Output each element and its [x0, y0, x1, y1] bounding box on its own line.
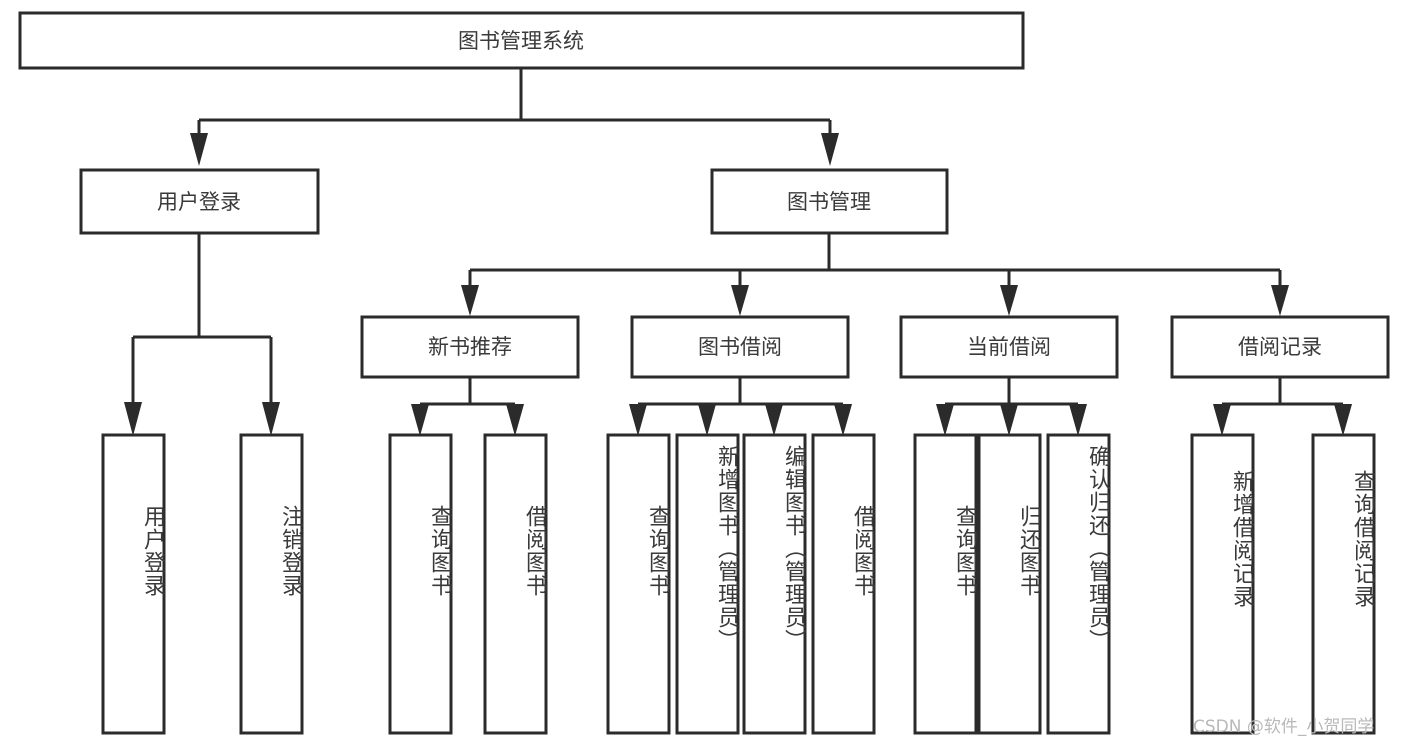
connector-borrow-record-to-leaves: [1213, 377, 1352, 436]
leaf-box-borrow-2[interactable]: [742, 433, 807, 735]
leaf-box-borrow-1[interactable]: [675, 433, 740, 735]
arrow-to-leaf-borrow-2: [765, 404, 783, 436]
connector-user-login-to-leaves: [124, 233, 280, 436]
leaf-box-current-0[interactable]: [913, 433, 978, 735]
level3-node-label-2: 当前借阅: [967, 335, 1051, 359]
connector-root-to-level2: [190, 68, 839, 166]
node-borrow-record[interactable]: 借阅记录: [1170, 315, 1390, 379]
level2-node-label-1: 图书管理: [787, 190, 871, 214]
root-node-label: 图书管理系统: [458, 29, 584, 53]
leaf-box-record-0[interactable]: [1190, 433, 1255, 735]
connector-new-book-recommend-to-leaves: [411, 377, 524, 436]
leaf-box-borrow-3[interactable]: [811, 433, 876, 735]
arrow-to-leaf-user-login-0: [124, 402, 142, 436]
arrow-to-leaf-current-1: [1000, 404, 1018, 436]
arrow-to-level3-2: [1000, 285, 1018, 316]
arrow-to-leaf-record-0: [1213, 404, 1231, 436]
node-user-login[interactable]: 用户登录: [79, 168, 320, 235]
leaf-box-record-1[interactable]: [1311, 433, 1376, 735]
leaf-box-current-1[interactable]: [977, 433, 1042, 735]
arrow-to-level3-0: [461, 285, 479, 316]
level3-node-box-2[interactable]: [899, 315, 1119, 379]
arrow-to-leaf-borrow-3: [834, 404, 852, 436]
leaf-box-recommend-0[interactable]: [388, 433, 453, 735]
node-book-borrow[interactable]: 图书借阅: [630, 315, 850, 379]
arrow-to-book-management: [821, 133, 839, 166]
level3-node-label-3: 借阅记录: [1238, 335, 1322, 359]
level3-node-label-0: 新书推荐: [428, 335, 512, 359]
leaf-box-current-2[interactable]: [1046, 433, 1111, 735]
leaf-box-recommend-1[interactable]: [483, 433, 548, 735]
connector-book-borrow-to-leaves: [629, 377, 852, 436]
csdn-watermark: CSDN @软件_小贺同学: [1193, 717, 1375, 737]
connector-current-borrow-to-leaves: [936, 377, 1087, 436]
level3-node-label-1: 图书借阅: [698, 335, 782, 359]
arrow-to-user-login: [190, 133, 208, 166]
arrow-to-leaf-borrow-0: [629, 404, 647, 436]
node-new-book-recommend[interactable]: 新书推荐: [360, 315, 580, 379]
arrow-to-level3-3: [1271, 285, 1289, 316]
arrow-to-level3-1: [731, 285, 749, 316]
node-root-book-management-system[interactable]: 图书管理系统: [18, 11, 1025, 70]
arrow-to-leaf-record-1: [1334, 404, 1352, 436]
leaf-box-user-login-0[interactable]: [101, 433, 166, 735]
arrow-to-leaf-current-2: [1069, 404, 1087, 436]
arrow-to-leaf-current-0: [936, 404, 954, 436]
node-current-borrow[interactable]: 当前借阅: [899, 315, 1119, 379]
level2-node-label-0: 用户登录: [157, 190, 241, 214]
connector-book-management-to-level3: [461, 233, 1289, 316]
level2-node-box-0[interactable]: [79, 168, 320, 235]
root-node-box[interactable]: [18, 11, 1025, 70]
arrow-to-leaf-user-login-1: [262, 402, 280, 436]
leaf-box-borrow-0[interactable]: [606, 433, 671, 735]
level3-node-box-0[interactable]: [360, 315, 580, 379]
arrow-to-leaf-borrow-1: [698, 404, 716, 436]
arrow-to-leaf-recommend-0: [411, 404, 429, 436]
leaf-box-user-login-1[interactable]: [239, 433, 304, 735]
arrow-to-leaf-recommend-1: [506, 404, 524, 436]
node-book-management[interactable]: 图书管理: [710, 168, 949, 235]
